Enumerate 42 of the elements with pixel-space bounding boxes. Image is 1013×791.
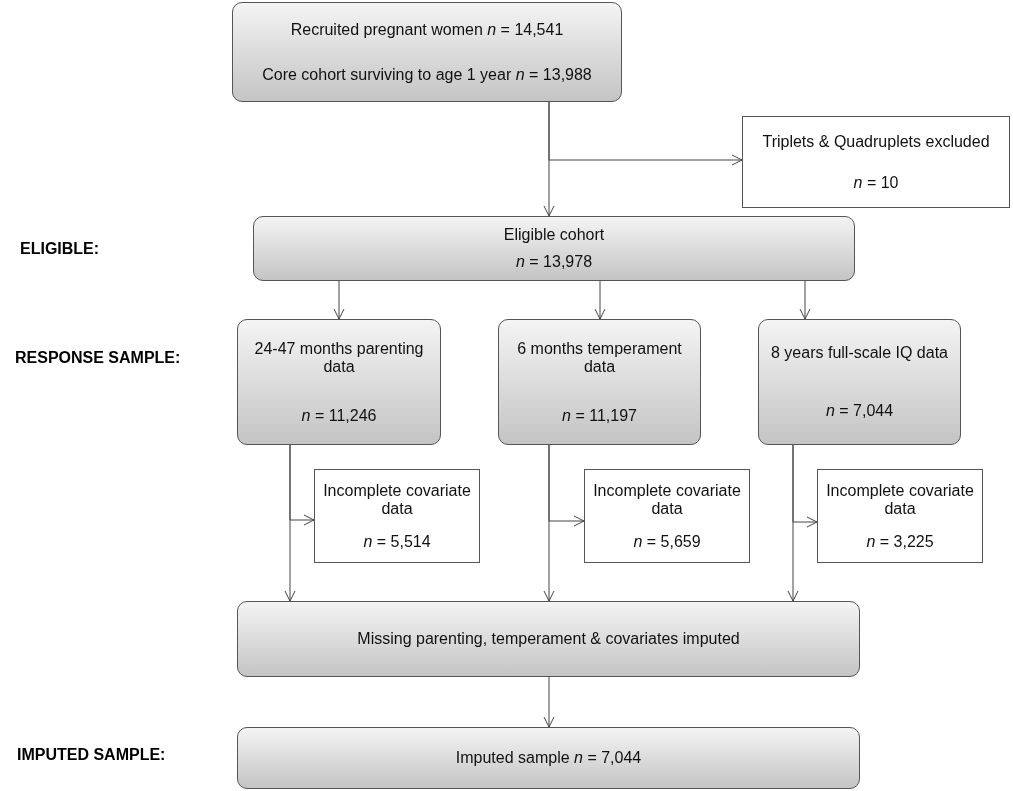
box-text: n = 11,246 [301, 406, 377, 425]
box-text: Incomplete covariate data [593, 481, 741, 518]
box-text: Recruited pregnant women n = 14,541 [290, 20, 564, 39]
box-text: 8 years full-scale IQ data [771, 344, 948, 362]
arrow [799, 280, 811, 320]
arrow [333, 280, 345, 320]
box-text: n = 5,659 [633, 532, 701, 551]
box-text: Missing parenting, temperament & covariates imputed [357, 630, 740, 648]
arrow [594, 280, 606, 320]
process-box [237, 319, 441, 445]
box-text: n = 13,978 [515, 253, 593, 272]
box-text: n = 10 [853, 173, 899, 192]
box-text: Core cohort surviving to age 1 year n = 13,988 [262, 65, 592, 84]
box-text: Imputed sample n = 7,044 [455, 749, 642, 767]
process-box [498, 319, 701, 445]
process-box [237, 727, 860, 789]
arrow [548, 101, 743, 166]
box-text: Incomplete covariate data [323, 481, 471, 518]
exclusion-box [314, 469, 480, 563]
box-text: 6 months temperament data [516, 339, 683, 376]
arrow [289, 444, 315, 526]
arrow [543, 676, 555, 728]
process-box [253, 216, 855, 281]
box-text: n = 3,225 [866, 532, 934, 551]
stage-label: ELIGIBLE: [20, 240, 100, 258]
box-text: Triplets & Quadruplets excluded [762, 132, 990, 151]
process-box [232, 2, 622, 102]
exclusion-box [742, 116, 1010, 208]
stage-label: IMPUTED SAMPLE: [17, 746, 166, 764]
process-box [758, 319, 961, 445]
box-text: Incomplete covariate data [826, 481, 974, 518]
arrow [548, 444, 585, 527]
exclusion-box [584, 469, 750, 563]
exclusion-box [817, 469, 983, 563]
process-box [237, 601, 860, 677]
box-text: 24-47 months parenting data [253, 339, 425, 376]
box-text: n = 11,197 [562, 406, 637, 425]
box-text: n = 5,514 [363, 532, 431, 551]
arrow [792, 444, 818, 528]
stage-label: RESPONSE SAMPLE: [15, 349, 181, 367]
box-text: Eligible cohort [503, 225, 605, 244]
box-text: n = 7,044 [825, 402, 894, 420]
